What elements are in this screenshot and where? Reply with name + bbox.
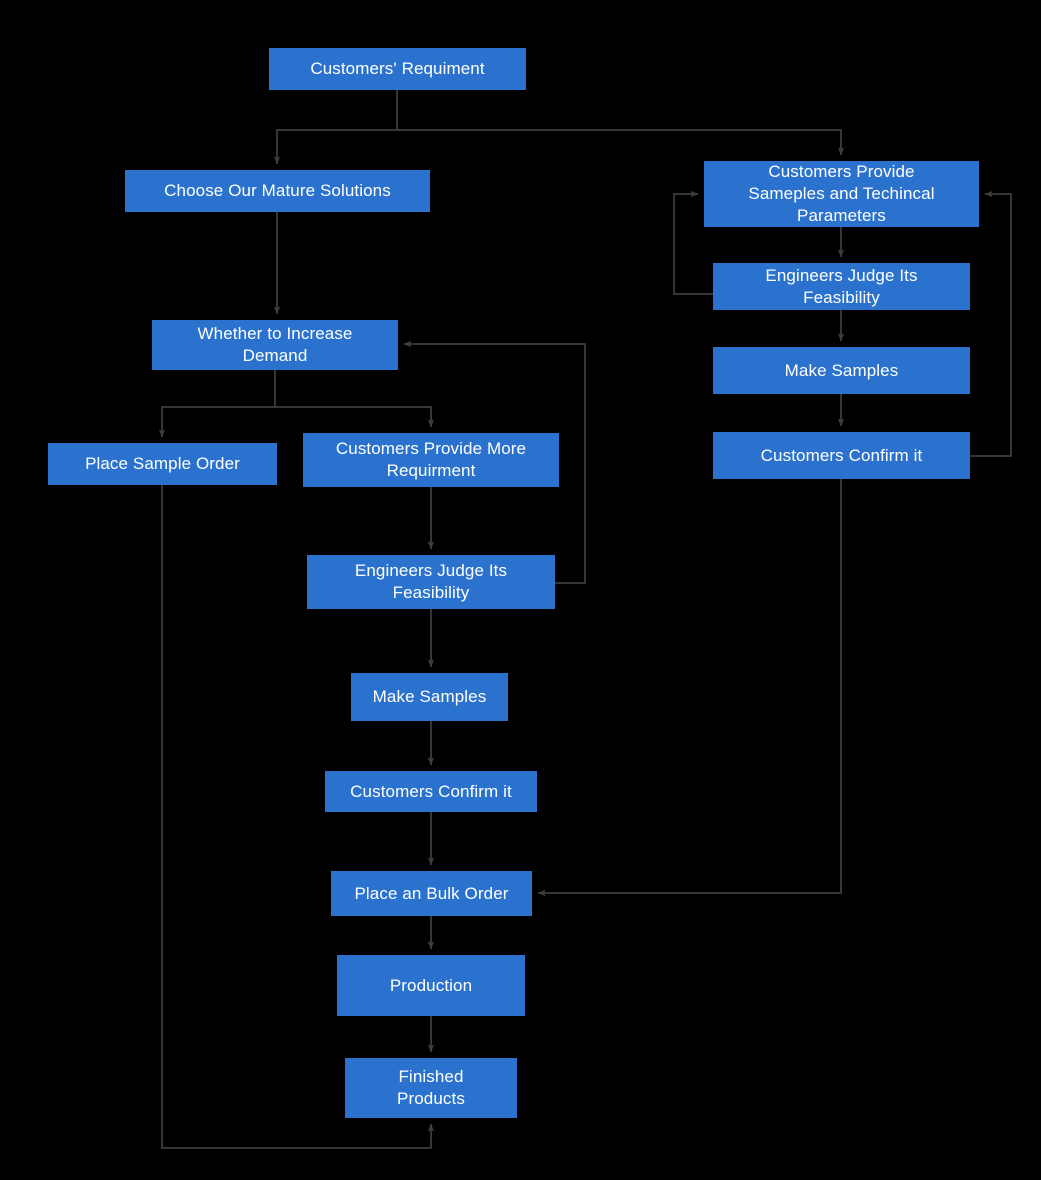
edge-whether-split-left <box>158 370 276 438</box>
node-customers-provide-more-requirment[interactable]: Customers Provide More Requirment <box>303 433 559 487</box>
node-customers-requiment[interactable]: Customers' Requiment <box>269 48 526 90</box>
node-customers-confirm-it-right[interactable]: Customers Confirm it <box>713 432 970 479</box>
edge-whether-split-right <box>275 406 435 428</box>
node-production[interactable]: Production <box>337 955 525 1016</box>
node-engineers-judge-feasibility-mid[interactable]: Engineers Judge Its Feasibility <box>307 555 555 609</box>
node-engineers-judge-feasibility-right[interactable]: Engineers Judge Its Feasibility <box>713 263 970 310</box>
edge-requiment-split-right <box>397 129 845 156</box>
node-make-samples-right[interactable]: Make Samples <box>713 347 970 394</box>
node-finished-products[interactable]: Finished Products <box>345 1058 517 1118</box>
node-customers-provide-sameples[interactable]: Customers Provide Sameples and Techincal… <box>704 161 979 227</box>
node-whether-to-increase-demand[interactable]: Whether to Increase Demand <box>152 320 398 370</box>
edge-confirm-r-to-bulk <box>537 479 842 897</box>
edge-requiment-split-left <box>273 90 398 165</box>
node-customers-confirm-it-mid[interactable]: Customers Confirm it <box>325 771 537 812</box>
node-place-sample-order[interactable]: Place Sample Order <box>48 443 277 485</box>
node-choose-our-mature-solutions[interactable]: Choose Our Mature Solutions <box>125 170 430 212</box>
node-make-samples-mid[interactable]: Make Samples <box>351 673 508 721</box>
edge-confirm-loop-back-r <box>970 190 1012 457</box>
node-place-an-bulk-order[interactable]: Place an Bulk Order <box>331 871 532 916</box>
